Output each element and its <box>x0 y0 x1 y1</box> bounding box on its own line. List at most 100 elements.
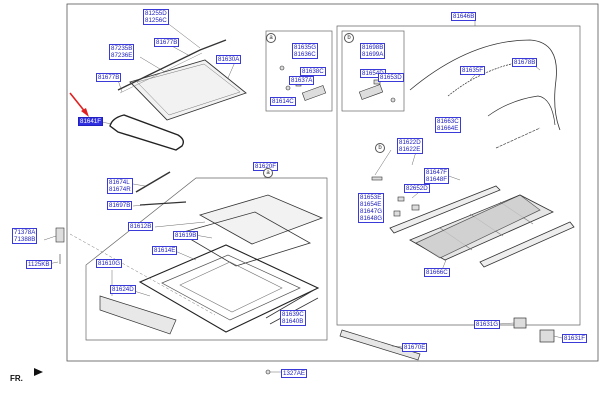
part-label-81631g[interactable]: 81631G <box>474 320 501 329</box>
part-label-81678b[interactable]: 81678B <box>512 58 538 67</box>
part-number-text: 81674L <box>109 179 130 186</box>
assembly-box-right <box>336 25 581 326</box>
pointer-arrow <box>69 92 89 117</box>
part-number-text: 81666C <box>426 269 448 276</box>
part-number-text: 1125KB <box>28 261 50 268</box>
clip-strip <box>139 201 187 206</box>
detail-marker-b: b <box>344 33 354 43</box>
part-number-text: 81635F <box>462 67 483 74</box>
part-number-text: 81636C <box>294 51 316 58</box>
part-number-text: 81654E <box>360 201 382 208</box>
part-number-text: 81699A <box>362 51 384 58</box>
part-number-text: 81256C <box>145 17 167 24</box>
part-number-text: 71388B <box>14 236 36 243</box>
part-number-text: 81678B <box>514 59 536 66</box>
detail-marker-a-lower: a <box>263 168 273 178</box>
sunshade-panel <box>415 194 541 259</box>
drive-cable <box>409 39 561 131</box>
part-number-text: 81620F <box>255 163 276 170</box>
part-number-text: 81637A <box>291 77 313 84</box>
part-number-text: 81677B <box>156 39 178 46</box>
part-number-text: 81619B <box>175 232 197 239</box>
part-label-81624d[interactable]: 81624D <box>110 285 136 294</box>
part-number-text: 81648G <box>360 215 383 222</box>
part-number-text: 81614E <box>154 247 176 254</box>
motor-right <box>539 329 555 343</box>
part-label-81637a[interactable]: 81637A <box>289 76 315 85</box>
part-label-81697b[interactable]: 81697B <box>107 201 133 210</box>
part-number-text: 81670E <box>404 344 426 351</box>
part-number-text: 81653D <box>380 74 402 81</box>
inset-box-a <box>265 30 333 112</box>
glass-panel-top <box>129 59 247 121</box>
part-number-text: 81646B <box>453 13 475 20</box>
part-label-81614c[interactable]: 81614C <box>270 97 296 106</box>
part-number-text: 81647G <box>360 208 383 215</box>
part-number-text: 87236E <box>111 52 133 59</box>
part-label-81666c[interactable]: 81666C <box>424 268 450 277</box>
part-label-81631f[interactable]: 81631F <box>562 334 587 343</box>
part-label-81630a[interactable]: 81630A <box>216 55 242 64</box>
part-number-text: 81610G <box>98 260 121 267</box>
detail-marker-a: a <box>266 33 276 43</box>
weatherstrip-seal <box>109 114 185 151</box>
part-number-text: 81677B <box>98 74 120 81</box>
part-label-81610g[interactable]: 81610G <box>96 259 123 268</box>
deflector-strip <box>117 39 227 91</box>
part-number-text: 81635G <box>294 44 317 51</box>
part-number-text: 81697B <box>109 202 131 209</box>
front-direction-arrow <box>34 368 43 376</box>
glass-panel-top-inner <box>136 63 241 116</box>
part-number-text: 81654D <box>362 70 384 77</box>
part-label-81619b[interactable]: 81619B <box>173 231 199 240</box>
frame-box-lower <box>85 177 328 341</box>
part-label-81635f[interactable]: 81635F <box>460 66 485 75</box>
part-number-text: 81648F <box>426 176 447 183</box>
part-label-81638c[interactable]: 81638C <box>300 67 326 76</box>
drain-strip <box>135 171 171 193</box>
part-label-81641f[interactable]: 81641F <box>78 117 103 126</box>
inset-box-b <box>341 30 405 112</box>
part-number-text: 81638C <box>302 68 324 75</box>
part-number-text: 81255D <box>145 10 167 17</box>
part-number-text: 71378A <box>14 229 36 236</box>
part-label-1327ae[interactable]: 1327AE <box>281 369 308 378</box>
motor-left <box>513 317 527 329</box>
part-label-81677b_top[interactable]: 81677B <box>154 38 180 47</box>
part-number-text: 81653E <box>360 194 382 201</box>
part-label-81677b_left[interactable]: 81677B <box>96 73 122 82</box>
part-number-text: 87235B <box>111 45 133 52</box>
frame-glass-inner <box>198 194 324 245</box>
part-number-text: 82652D <box>406 185 428 192</box>
part-number-text: 81663C <box>437 118 459 125</box>
part-label-1125kb[interactable]: 1125KB <box>26 260 52 269</box>
part-number-text: 81631G <box>476 321 499 328</box>
part-number-text: 81622E <box>399 146 421 153</box>
sunroof-main-frame <box>138 244 320 333</box>
part-number-text: 81639C <box>282 311 304 318</box>
part-number-text: 81630A <box>218 56 240 63</box>
part-number-text: 81622D <box>399 139 421 146</box>
part-label-82652d[interactable]: 82652D <box>404 184 430 193</box>
part-number-text: 81612B <box>130 223 152 230</box>
part-label-81646b[interactable]: 81646B <box>451 12 477 21</box>
part-number-text: 81698B <box>362 44 384 51</box>
part-number-text: 81647F <box>426 169 447 176</box>
part-label-81670e[interactable]: 81670E <box>402 343 428 352</box>
part-number-text: 81631F <box>564 335 585 342</box>
part-label-81653d[interactable]: 81653D <box>378 73 404 82</box>
part-label-81612b[interactable]: 81612B <box>128 222 154 231</box>
part-label-81614e[interactable]: 81614E <box>152 246 178 255</box>
